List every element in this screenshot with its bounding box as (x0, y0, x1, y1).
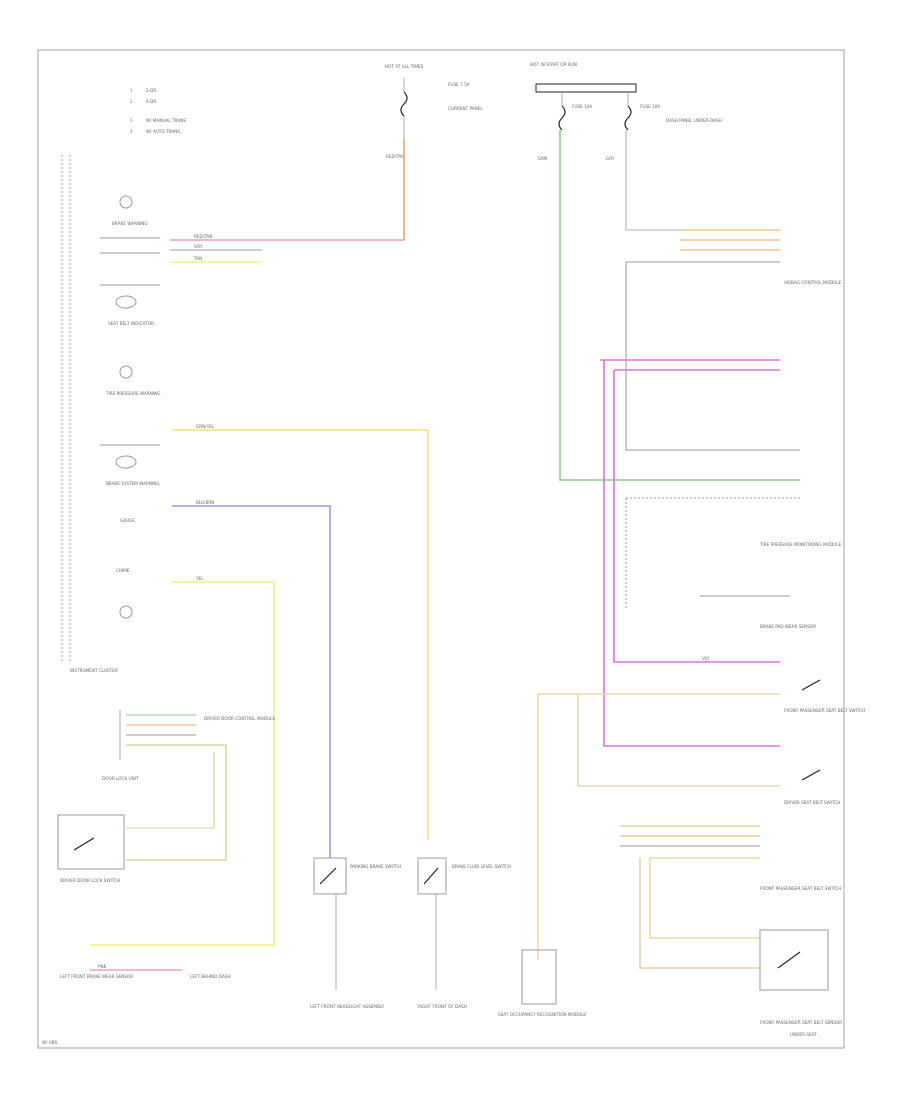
tire-pressure-label: TIRE PRESSURE WARNING (105, 391, 160, 396)
wire-airbag-return (625, 262, 800, 451)
fuse-a-wire-label: GRN (538, 156, 547, 161)
wire-blu-brn (172, 505, 331, 858)
ground-mid-right-label: RIGHT FRONT OF DASH (418, 1004, 467, 1009)
seat-occupant-box (521, 949, 557, 1005)
wire-label-tan-stub: TAN (193, 256, 202, 261)
under-seat-label: UNDER SEAT (790, 1032, 817, 1037)
wire-driver-tan (126, 744, 227, 861)
cluster-items: BRAKE WARNING SEAT BELT INDICATOR TIRE P… (100, 195, 160, 619)
wire-magenta-mid (613, 370, 780, 663)
passenger-sensor-section: FRONT PASSENGER SEAT BELT SWITCH FRONT P… (620, 825, 842, 1037)
wire-tan-driver-belt (577, 694, 780, 787)
left-brake-sensor-label: LEFT FRONT BRAKE WEAR SENSOR (60, 974, 133, 979)
legend-num-4: 4 (130, 129, 133, 134)
wire-label-gray-stub: GRY (194, 244, 203, 249)
transmission-label: FRONT PASSENGER SEAT BELT SWITCH (760, 886, 841, 891)
right-fuse-a: FUSE 10A (572, 104, 592, 109)
fuse-b-wire-label: GRY (606, 156, 615, 161)
footer-label: W/ ABS (42, 1040, 58, 1045)
left-fuse-source: HOT AT ALL TIMES (385, 64, 424, 69)
fuse-block (535, 83, 637, 93)
fuse-a-symbol (558, 105, 566, 131)
wire-label-vio: VIO (702, 656, 710, 661)
diagram-frame (37, 49, 845, 1049)
legend-text-1: 2-DR (146, 88, 156, 93)
front-pass-belt-label: FRONT PASSENGER SEAT BELT SENSOR (760, 1020, 842, 1025)
wire-label-grn-yel: GRN/YEL (196, 424, 215, 429)
brake-system-label: BRAKE SYSTEM WARNING (106, 481, 160, 486)
wire-grn-yel (172, 429, 429, 840)
parking-brake-label: PARKING BRAKE SWITCH (350, 864, 401, 869)
left-fuse-text: FUSE 7.5A (448, 82, 470, 87)
left-fuse-group: HOT AT ALL TIMES FUSE 7.5A CURRENT PANEL… (385, 64, 483, 159)
right-fuse-b: FUSE 10A (640, 104, 660, 109)
warning-icon (119, 605, 133, 619)
wire-pass-tan-return (649, 858, 760, 939)
fuse-b-symbol (624, 105, 632, 131)
legend-text-4: W/ AUTO TRANS (146, 129, 180, 134)
right-fuse-group: HOT IN START OR RUN FUSE 10A FUSE 10A DA… (530, 62, 722, 161)
fuse-b-feed (625, 130, 780, 231)
ground-left-label: LEFT BEHIND DASH (190, 974, 231, 979)
gauge-label: GAUGE (120, 518, 135, 523)
brake-fluid-label: BRAKE FLUID LEVEL SWITCH (452, 864, 511, 869)
seat-belt-label: SEAT BELT INDICATOR (108, 321, 154, 326)
airbag-module-label: AIRBAG CONTROL MODULE (784, 280, 842, 285)
legend: 1 2-DR 2 4-DR 3 W/ MANUAL TRANS 4 W/ AUT… (130, 88, 186, 134)
driver-belt-label: DRIVER SEAT BELT SWITCH (784, 800, 840, 805)
legend-num-1: 1 (130, 88, 133, 93)
fuse-symbol-left (400, 91, 408, 117)
seat-occupant-label: SEAT OCCUPANCY RECOGNITION MODULE (498, 1012, 586, 1017)
parking-brake-box (313, 857, 347, 895)
seat-occupancy-section: SEAT OCCUPANCY RECOGNITION MODULE (498, 949, 586, 1017)
driver-switch-contact (73, 837, 95, 851)
brake-fluid-contact (423, 867, 439, 885)
wire-magenta-low (603, 360, 780, 747)
legend-text-2: 4-DR (146, 99, 156, 104)
door-lock-unit-label: DOOR LOCK UNIT (102, 776, 139, 781)
tire-module-section: TIRE PRESSURE MONITORING MODULE BRAKE PA… (625, 497, 842, 629)
wire-label-pnk: PNK (98, 964, 107, 969)
right-fuse-note: DASH PANEL UNDER-DASH (666, 118, 722, 123)
cluster-label: INSTRUMENT CLUSTER (70, 668, 118, 673)
brake-pad-label: BRAKE PAD WEAR SENSOR (760, 624, 816, 629)
front-passenger-label: FRONT PASSENGER SEAT BELT SWITCH (784, 708, 865, 713)
driver-switch-box (57, 814, 125, 870)
wire-yel (90, 581, 275, 946)
center-switches: PARKING BRAKE SWITCH LEFT FRONT HEADLIGH… (310, 857, 511, 1009)
left-fuse-wire-label: RED/TAN (386, 154, 404, 159)
brake-warning-label: BRAKE WARNING (112, 221, 148, 226)
airbag-section: AIRBAG CONTROL MODULE (625, 229, 842, 451)
parking-brake-contact (319, 867, 337, 885)
legend-text-3: W/ MANUAL TRANS (146, 118, 186, 123)
wire-pass-brn (639, 858, 760, 969)
driver-belt-switch (801, 769, 821, 781)
pass-sensor-contact (777, 951, 801, 969)
seat-belt-icon (115, 295, 137, 309)
legend-num-2: 2 (130, 99, 133, 104)
legend-num-3: 3 (130, 118, 133, 123)
brake-fluid-box (417, 857, 447, 895)
tire-pressure-icon (119, 365, 133, 379)
driver-door-label: DRIVER DOOR CONTROL MODULE (204, 716, 275, 721)
brake-system-icon (115, 455, 137, 469)
driver-door-section: DRIVER DOOR CONTROL MODULE DOOR LOCK UNI… (57, 710, 275, 979)
right-fuse-source: HOT IN START OR RUN (530, 62, 577, 67)
wire-label-red-tan: RED/TAN (194, 234, 212, 239)
chime-label: CHIME (116, 568, 130, 573)
front-passenger-switch (801, 679, 821, 691)
pass-sensor-box (759, 929, 829, 991)
wire-driver-tan-2 (126, 752, 215, 829)
left-fuse-note: CURRENT PANEL (448, 106, 483, 111)
wire-red-tan (170, 140, 405, 241)
wire-label-yel: YEL (195, 576, 204, 581)
driver-switch-label: DRIVER DOOR LOCK SWITCH (60, 878, 120, 883)
brake-warning-icon (119, 195, 133, 209)
wire-label-blu-brn: BLU/BRN (196, 500, 214, 505)
wire-grn (559, 130, 800, 481)
ground-mid-left-label: LEFT FRONT HEADLIGHT ASSEMBLY (310, 1004, 385, 1009)
tire-module-label: TIRE PRESSURE MONITORING MODULE (759, 542, 842, 547)
